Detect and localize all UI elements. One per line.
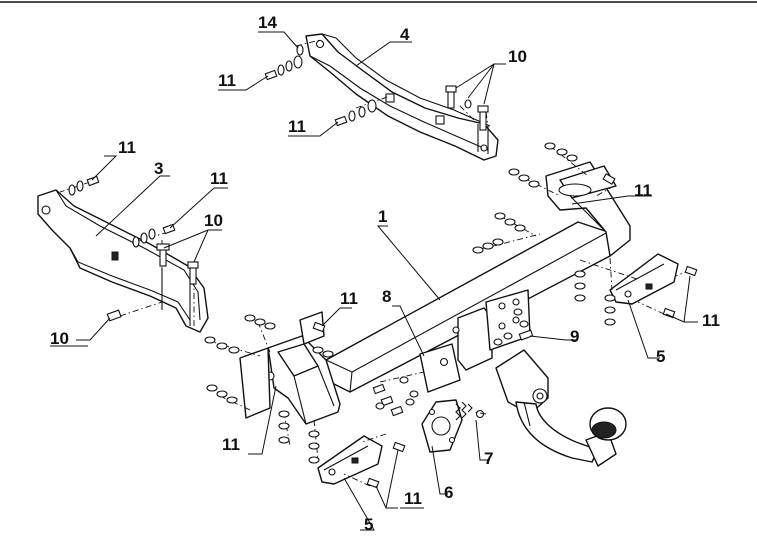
callout-10-mid: 10 (204, 211, 223, 230)
callout-1: 1 (378, 207, 387, 226)
callout-11-e: 11 (634, 181, 652, 200)
center-mounting-plate (419, 289, 531, 393)
callout-11-d: 11 (210, 169, 228, 188)
callout-11-a: 11 (218, 71, 236, 90)
callout-14: 14 (258, 13, 277, 32)
callout-3: 3 (154, 159, 163, 178)
callout-8: 8 (382, 287, 391, 306)
callout-11-b: 11 (288, 117, 306, 136)
part-4-bracket (305, 33, 499, 161)
tow-ball-assembly (495, 349, 627, 467)
callout-11-h: 11 (222, 435, 240, 454)
part-5-right-plate (609, 253, 679, 305)
callout-11-g: 11 (702, 311, 720, 330)
part-3-bracket (37, 189, 209, 333)
leader-lines (76, 31, 698, 531)
callout-7: 7 (484, 449, 493, 468)
callout-9: 9 (570, 327, 579, 346)
part-6-socket-plate (421, 399, 463, 453)
part-5-bottom-plate (317, 435, 383, 485)
callout-4: 4 (400, 25, 410, 44)
callout-5-bottom: 5 (364, 515, 373, 534)
part-7-spring-bolt (455, 401, 485, 421)
callout-10-left: 10 (50, 329, 69, 348)
callout-6: 6 (444, 483, 453, 502)
callout-11-c: 11 (118, 138, 136, 157)
part-1-cross-beam (239, 161, 631, 425)
callouts: 14 4 10 11 11 11 3 11 11 10 1 11 8 10 9 … (50, 13, 720, 534)
fasteners (68, 44, 698, 489)
callout-10-top: 10 (508, 47, 527, 66)
callout-11-f: 11 (340, 289, 358, 308)
callout-11-i: 11 (404, 489, 422, 508)
callout-5-right: 5 (656, 347, 665, 366)
